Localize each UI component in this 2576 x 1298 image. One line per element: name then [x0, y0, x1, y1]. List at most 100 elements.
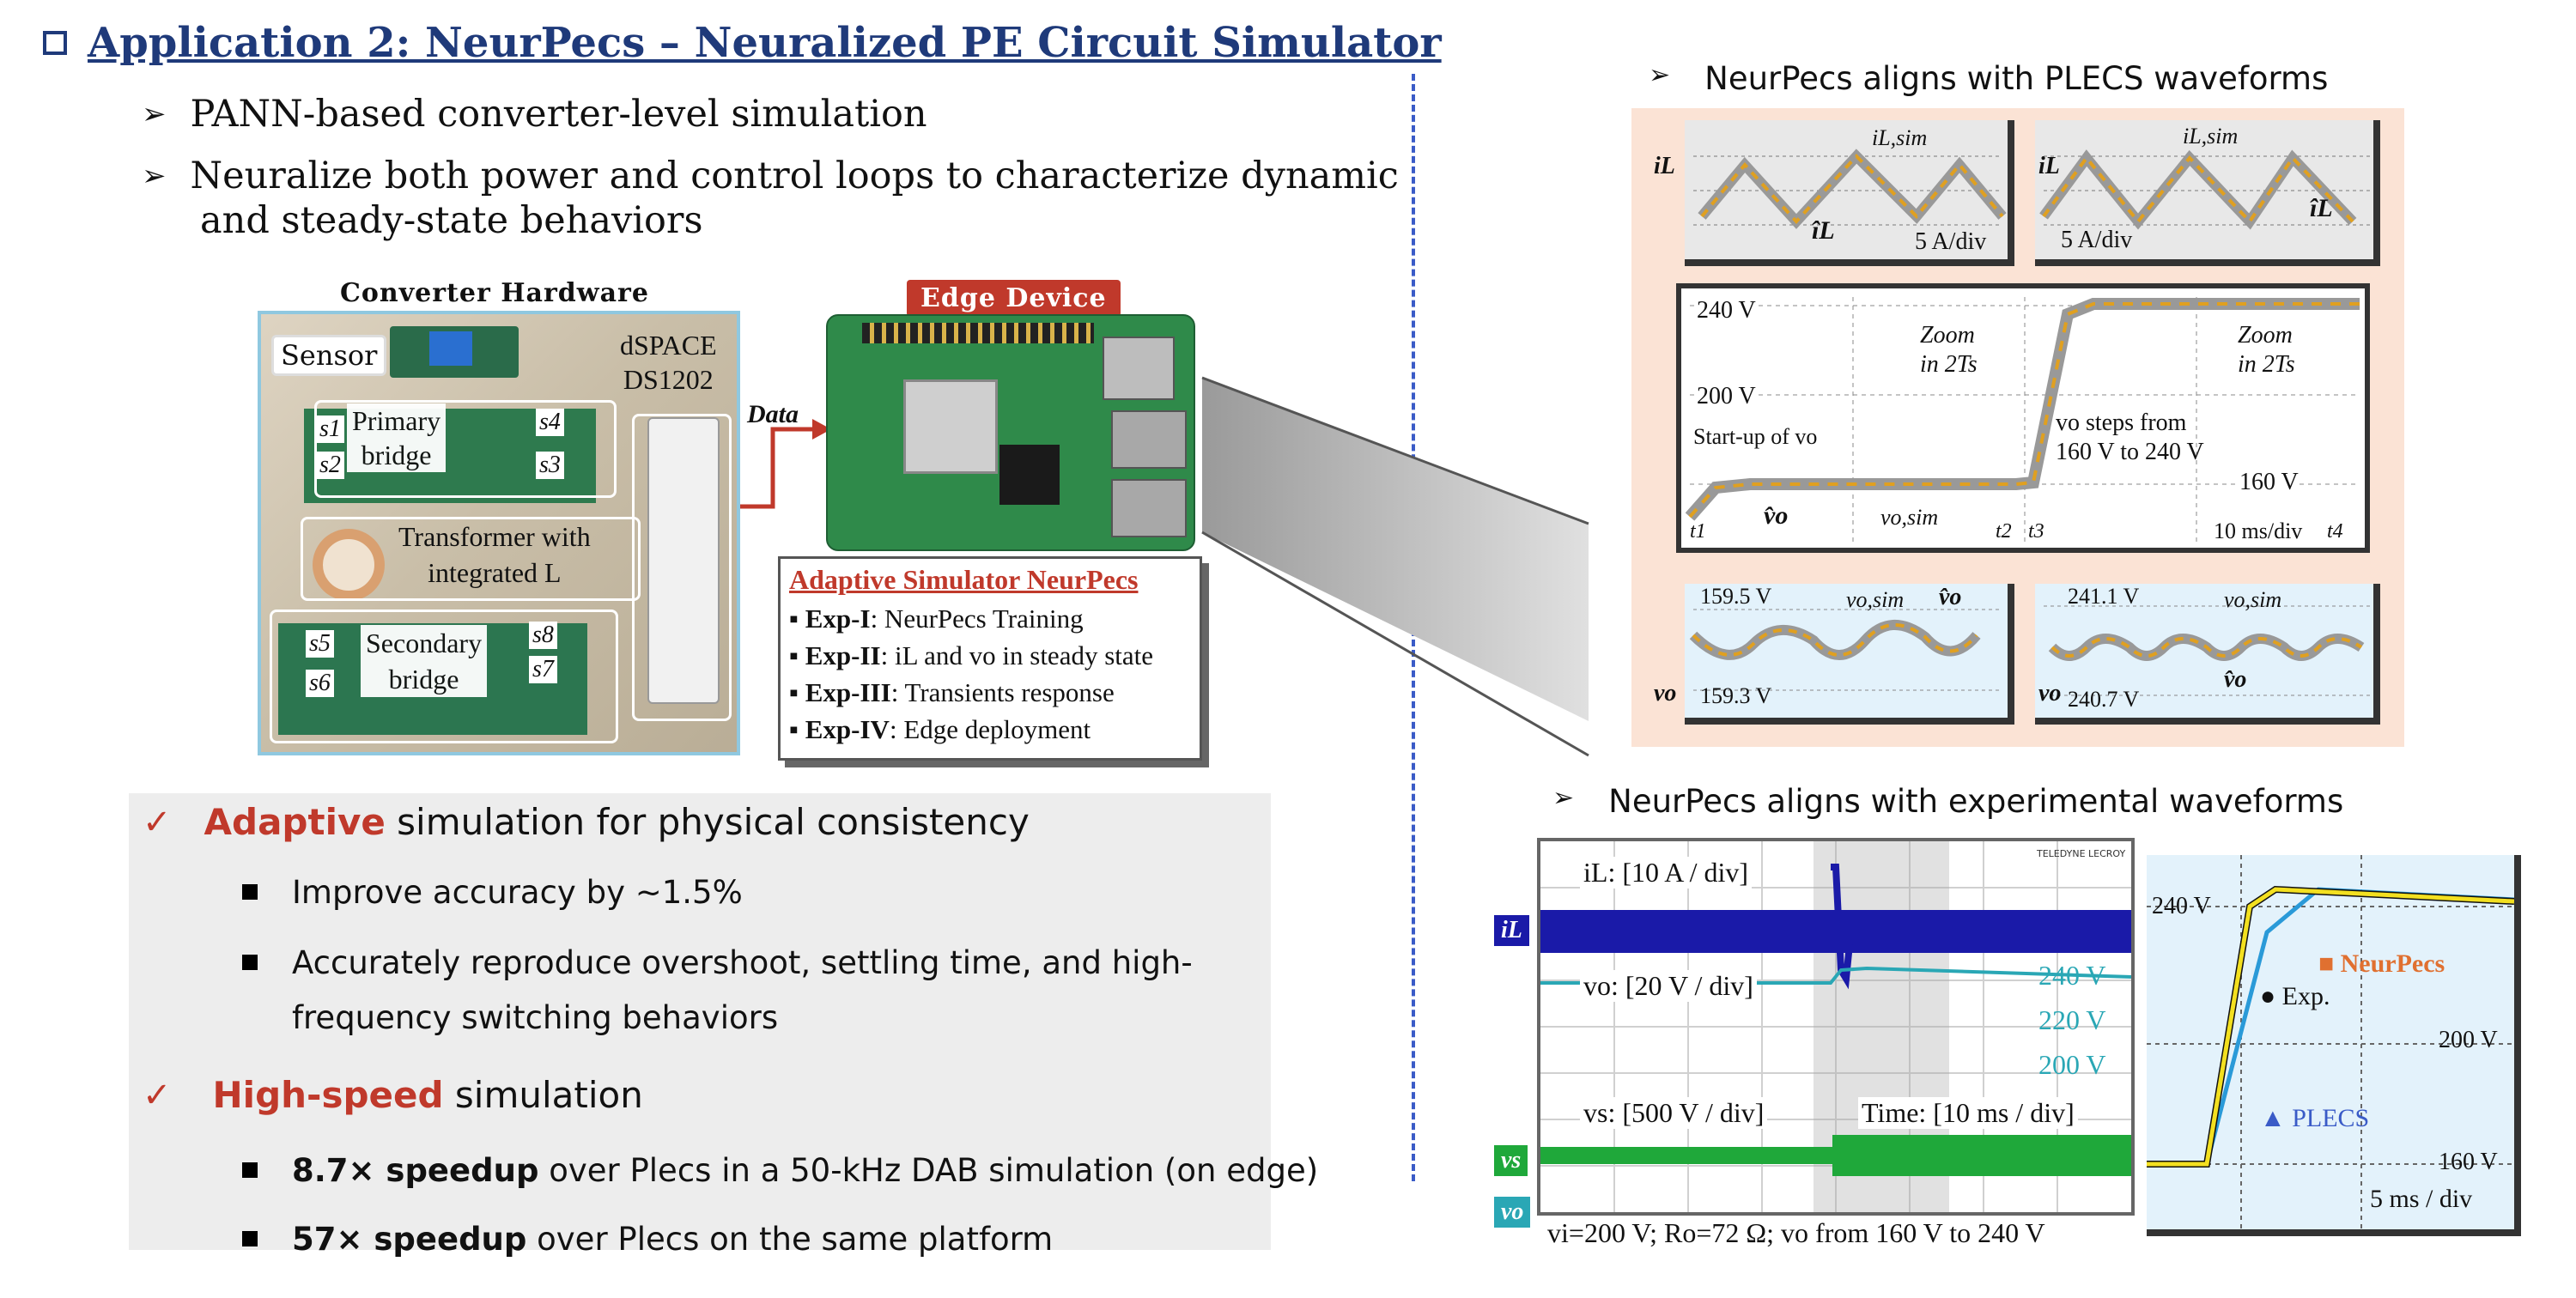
exp-zoom-240: 240 V	[2152, 893, 2211, 919]
t1-label: t1	[1690, 520, 1706, 543]
simulator-title: Adaptive Simulator NeurPecs	[789, 564, 1139, 595]
secondary-bridge-outline	[270, 610, 618, 743]
transformer-label: Transformer with integrated L	[398, 521, 591, 588]
vo-160-label: 160 V	[2239, 469, 2299, 496]
vo-200-label: 200 V	[1697, 383, 1756, 410]
exp-item: ▪ Exp-III: Transients response	[789, 677, 1115, 707]
exp-item: ▪ Exp-I: NeurPecs Training	[789, 604, 1084, 634]
square-bullet-icon	[242, 955, 258, 970]
secondary-bridge-label: Secondary bridge	[361, 625, 488, 697]
benefit-sub-item: 8.7× speedup over Plecs in a 50-kHz DAB …	[242, 1143, 1318, 1198]
exp-heading: ➢ NeurPecs aligns with experimental wave…	[1552, 783, 2344, 820]
scope-200: 200 V	[2038, 1049, 2106, 1080]
vo-zoom-right: 241.1 V 240.7 V vo,sim v̂o	[2035, 584, 2380, 725]
t4-label: t4	[2327, 520, 2343, 543]
il-scale-label: 5 A/div	[1915, 228, 1987, 255]
square-bullet-icon	[242, 884, 258, 900]
switch-s3: s3	[536, 452, 564, 479]
exp-zoom-160: 160 V	[2439, 1149, 2498, 1175]
checkbox-icon	[43, 31, 67, 55]
arrow-bullet-icon: ➢	[1649, 60, 1671, 90]
t2-label: t2	[1996, 520, 2012, 543]
benefit-sub-item: Accurately reproduce overshoot, settling…	[242, 936, 1193, 1046]
switch-s5: s5	[306, 630, 334, 658]
check-icon: ✓	[143, 803, 172, 842]
page-title: Application 2: NeurPecs – Neuralized PE …	[43, 19, 1442, 67]
exp-zoom-panel: 240 V 200 V 160 V ■ NeurPecs ● Exp. ▲ PL…	[2147, 855, 2521, 1236]
switch-s6: s6	[306, 670, 334, 697]
data-label: Data	[747, 400, 799, 428]
exp-footnote: vi=200 V; Ro=72 Ω; vo from 160 V to 240 …	[1547, 1217, 2045, 1248]
vo-zoom-left: 159.5 V 159.3 V vo,sim v̂o	[1685, 584, 2014, 725]
exp-item: ▪ Exp-II: iL and vo in steady state	[789, 640, 1154, 670]
hardware-title: Converter Hardware	[340, 278, 649, 308]
il-hat-label: îL	[2310, 194, 2333, 222]
scope-brand: TELEDYNE LECROY	[2037, 848, 2126, 859]
t3-label: t3	[2028, 520, 2044, 543]
il-plot-right: iL,sim îL 5 A/div	[2035, 120, 2380, 266]
plecs-label: ▲ PLECS	[2260, 1104, 2370, 1132]
data-arrow	[740, 419, 831, 509]
sensor-label: Sensor	[271, 335, 387, 376]
exp-item: ▪ Exp-IV: Edge deployment	[789, 714, 1091, 744]
edge-device-title: Edge Device	[907, 280, 1121, 317]
dspace-label: dSPACE DS1202	[620, 330, 717, 395]
arrow-bullet-icon: ➢	[1552, 783, 1575, 813]
benefit-sub-item: Improve accuracy by ~1.5%	[242, 865, 743, 920]
il-axis-label: iL	[1654, 153, 1675, 179]
exp-label: ● Exp.	[2260, 982, 2330, 1010]
startup-label: Start-up of vo	[1693, 424, 1818, 450]
scope-240: 240 V	[2038, 960, 2106, 991]
time-div-label: 10 ms/div	[2214, 519, 2303, 543]
switch-s4: s4	[536, 409, 564, 436]
benefits-panel	[129, 793, 1271, 1250]
zoom-left-top: 159.5 V	[1700, 584, 1772, 609]
zoom-right-bottom: 240.7 V	[2068, 687, 2140, 712]
scope-time-div: Time: [10 ms / div]	[1858, 1097, 2078, 1129]
bullet-2-cont: and steady-state behaviors	[200, 199, 703, 242]
vo-240-label: 240 V	[1697, 297, 1756, 324]
il-plot-left: iL,sim îL 5 A/div	[1685, 120, 2014, 266]
scope-vs-div: vs: [500 V / div]	[1580, 1097, 1768, 1129]
benefit-adaptive: ✓ Adaptive simulation for physical consi…	[143, 797, 1030, 848]
triangle-marker-icon: ▲	[2260, 1104, 2293, 1132]
dot-marker-icon: ●	[2260, 982, 2282, 1010]
switch-s2: s2	[316, 452, 344, 479]
arrow-bullet-icon: ➢	[142, 97, 167, 131]
scope-il-tag: iL	[1494, 915, 1529, 946]
benefit-sub-item: 57× speedup over Plecs on the same platf…	[242, 1212, 1053, 1267]
square-marker-icon: ■	[2318, 949, 2341, 978]
il-sim-label: iL,sim	[1872, 125, 1928, 150]
exp-zoom-div: 5 ms / div	[2370, 1185, 2473, 1213]
il-axis-label: iL	[2038, 153, 2060, 179]
scope-il-div: iL: [10 A / div]	[1580, 857, 1752, 889]
vo-axis-label: vo	[2038, 680, 2062, 707]
vo-hat-label: v̂o	[1939, 584, 1962, 610]
dspace-outline	[632, 414, 732, 721]
arrow-bullet-icon: ➢	[142, 159, 167, 193]
scope-vo-div: vo: [20 V / div]	[1580, 970, 1757, 1002]
bullet-1: ➢ PANN-based converter-level simulation	[142, 93, 927, 136]
zoom-projection	[1201, 376, 1589, 757]
benefit-high-speed: ✓ High-speed simulation	[143, 1070, 643, 1121]
simulator-card: Adaptive Simulator NeurPecs ▪ Exp-I: Neu…	[778, 556, 1202, 761]
vo-axis-label: vo	[1654, 680, 1677, 707]
square-bullet-icon	[242, 1162, 258, 1178]
experiment-list: ▪ Exp-I: NeurPecs Training ▪ Exp-II: iL …	[789, 600, 1153, 748]
vo-hat-label: v̂o	[2224, 666, 2247, 693]
scope-vs-tag: vs	[1494, 1145, 1528, 1176]
edge-device-board	[826, 314, 1195, 551]
exp-zoom-200: 200 V	[2439, 1027, 2498, 1053]
hardware-photo: Sensor dSPACE DS1202 Primary bridge s1 s…	[258, 311, 740, 755]
zoom-left-bottom: 159.3 V	[1700, 683, 1772, 708]
scope-vo-tag: vo	[1494, 1197, 1531, 1228]
scope-220: 220 V	[2038, 1004, 2106, 1035]
switch-s7: s7	[529, 656, 557, 683]
vo-sim-label: vo,sim	[1880, 505, 1939, 530]
plecs-heading: ➢ NeurPecs aligns with PLECS waveforms	[1649, 60, 2329, 97]
check-icon: ✓	[143, 1076, 172, 1115]
il-hat-label: îL	[1812, 216, 1835, 245]
